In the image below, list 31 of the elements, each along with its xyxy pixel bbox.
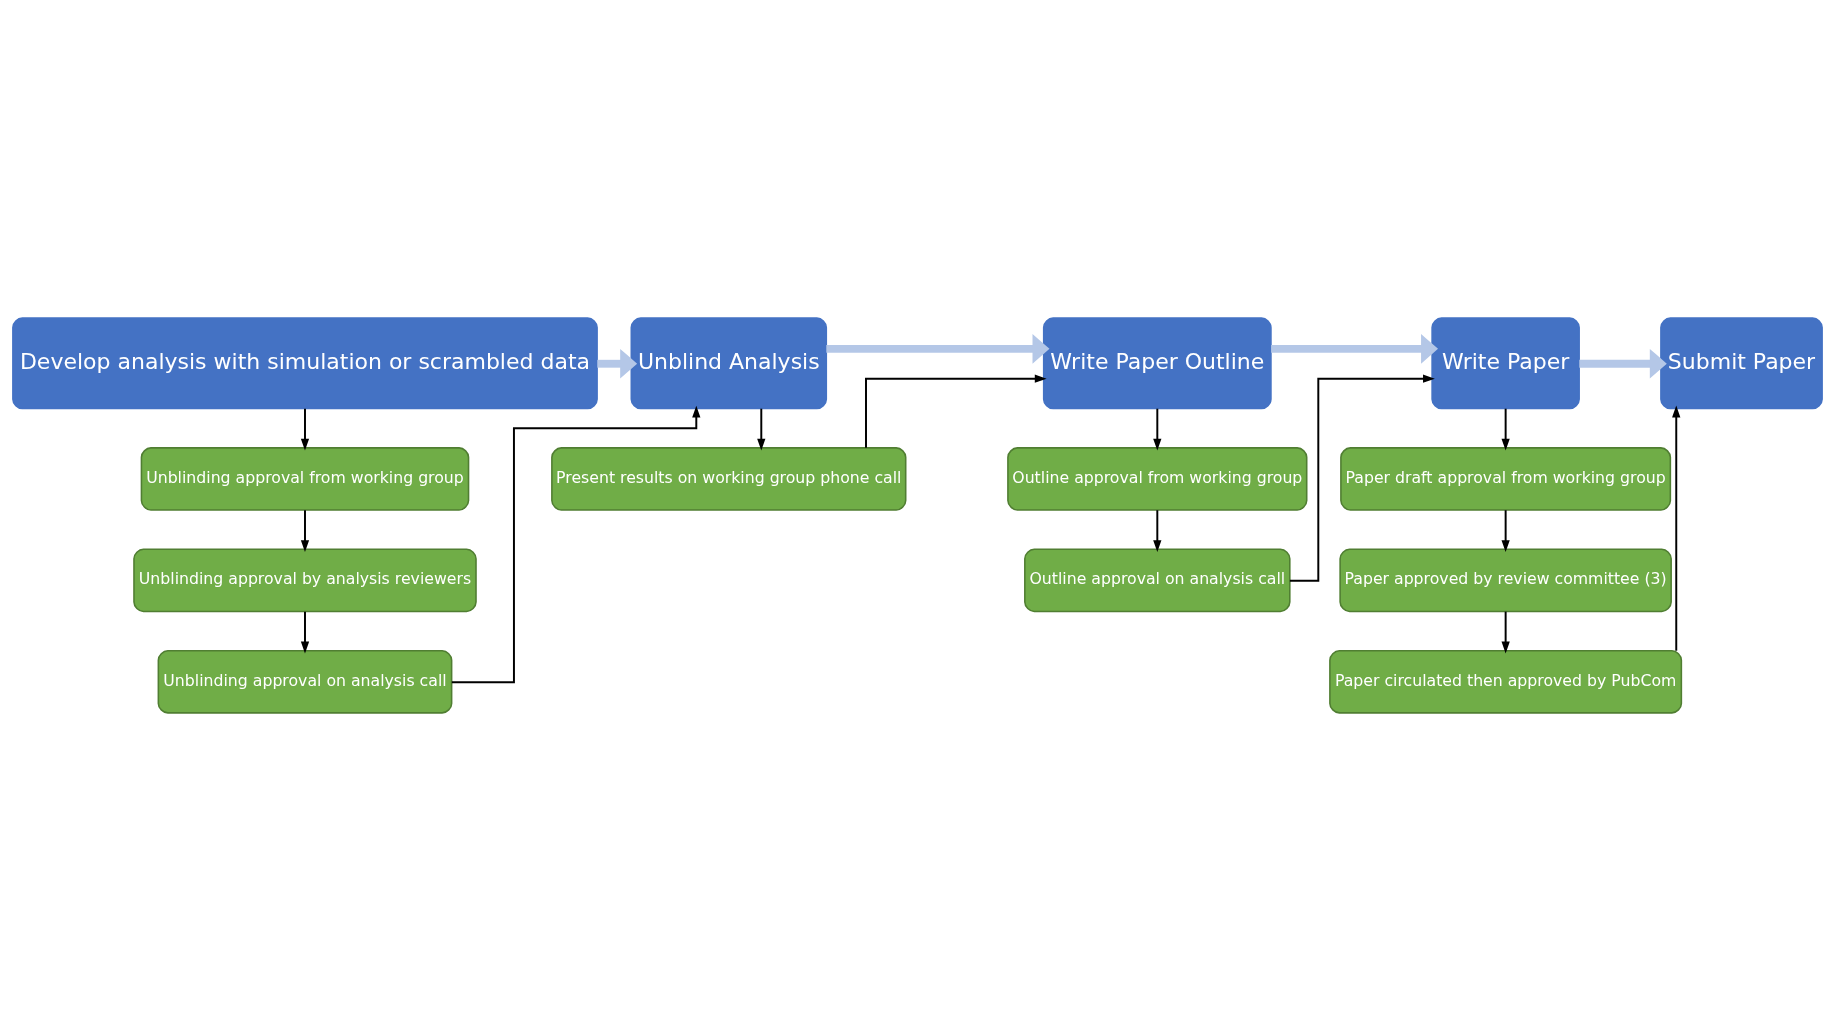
node-box: Write Paper Outline <box>1042 316 1272 409</box>
node-box: Paper draft approval from working group <box>1340 446 1672 511</box>
node-box: Present results on working group phone call <box>551 446 907 511</box>
arrow <box>865 374 1047 449</box>
arrow <box>757 407 766 451</box>
node-box: Develop analysis with simulation or scrambled data <box>12 316 598 409</box>
node-box: Write Paper <box>1431 316 1580 409</box>
node-box: Paper approved by review committee (3) <box>1339 548 1672 612</box>
node-box: Paper circulated then approved by PubCom <box>1329 649 1683 714</box>
arrow <box>1501 508 1510 552</box>
node-box: Submit Paper <box>1660 316 1823 409</box>
arrow <box>1288 374 1435 582</box>
arrow <box>1501 610 1510 653</box>
arrow <box>1153 508 1162 552</box>
arrow <box>1579 348 1667 379</box>
arrow <box>300 610 310 653</box>
node-box: Unblinding approval from working group <box>140 446 470 511</box>
node-box: Unblinding approval on analysis call <box>157 649 453 714</box>
arrow <box>300 508 310 552</box>
node-box: Unblind Analysis <box>630 316 828 409</box>
arrow <box>1501 407 1510 451</box>
arrow <box>450 405 701 683</box>
node-box: Unblinding approval by analysis reviewers <box>133 548 477 612</box>
arrow <box>1672 405 1681 652</box>
arrow <box>597 348 638 379</box>
arrow <box>300 407 310 451</box>
arrow <box>1271 333 1439 364</box>
node-box: Outline approval from working group <box>1007 446 1308 511</box>
arrow <box>1153 407 1162 451</box>
node-box: Outline approval on analysis call <box>1024 548 1291 612</box>
arrow <box>826 333 1050 364</box>
